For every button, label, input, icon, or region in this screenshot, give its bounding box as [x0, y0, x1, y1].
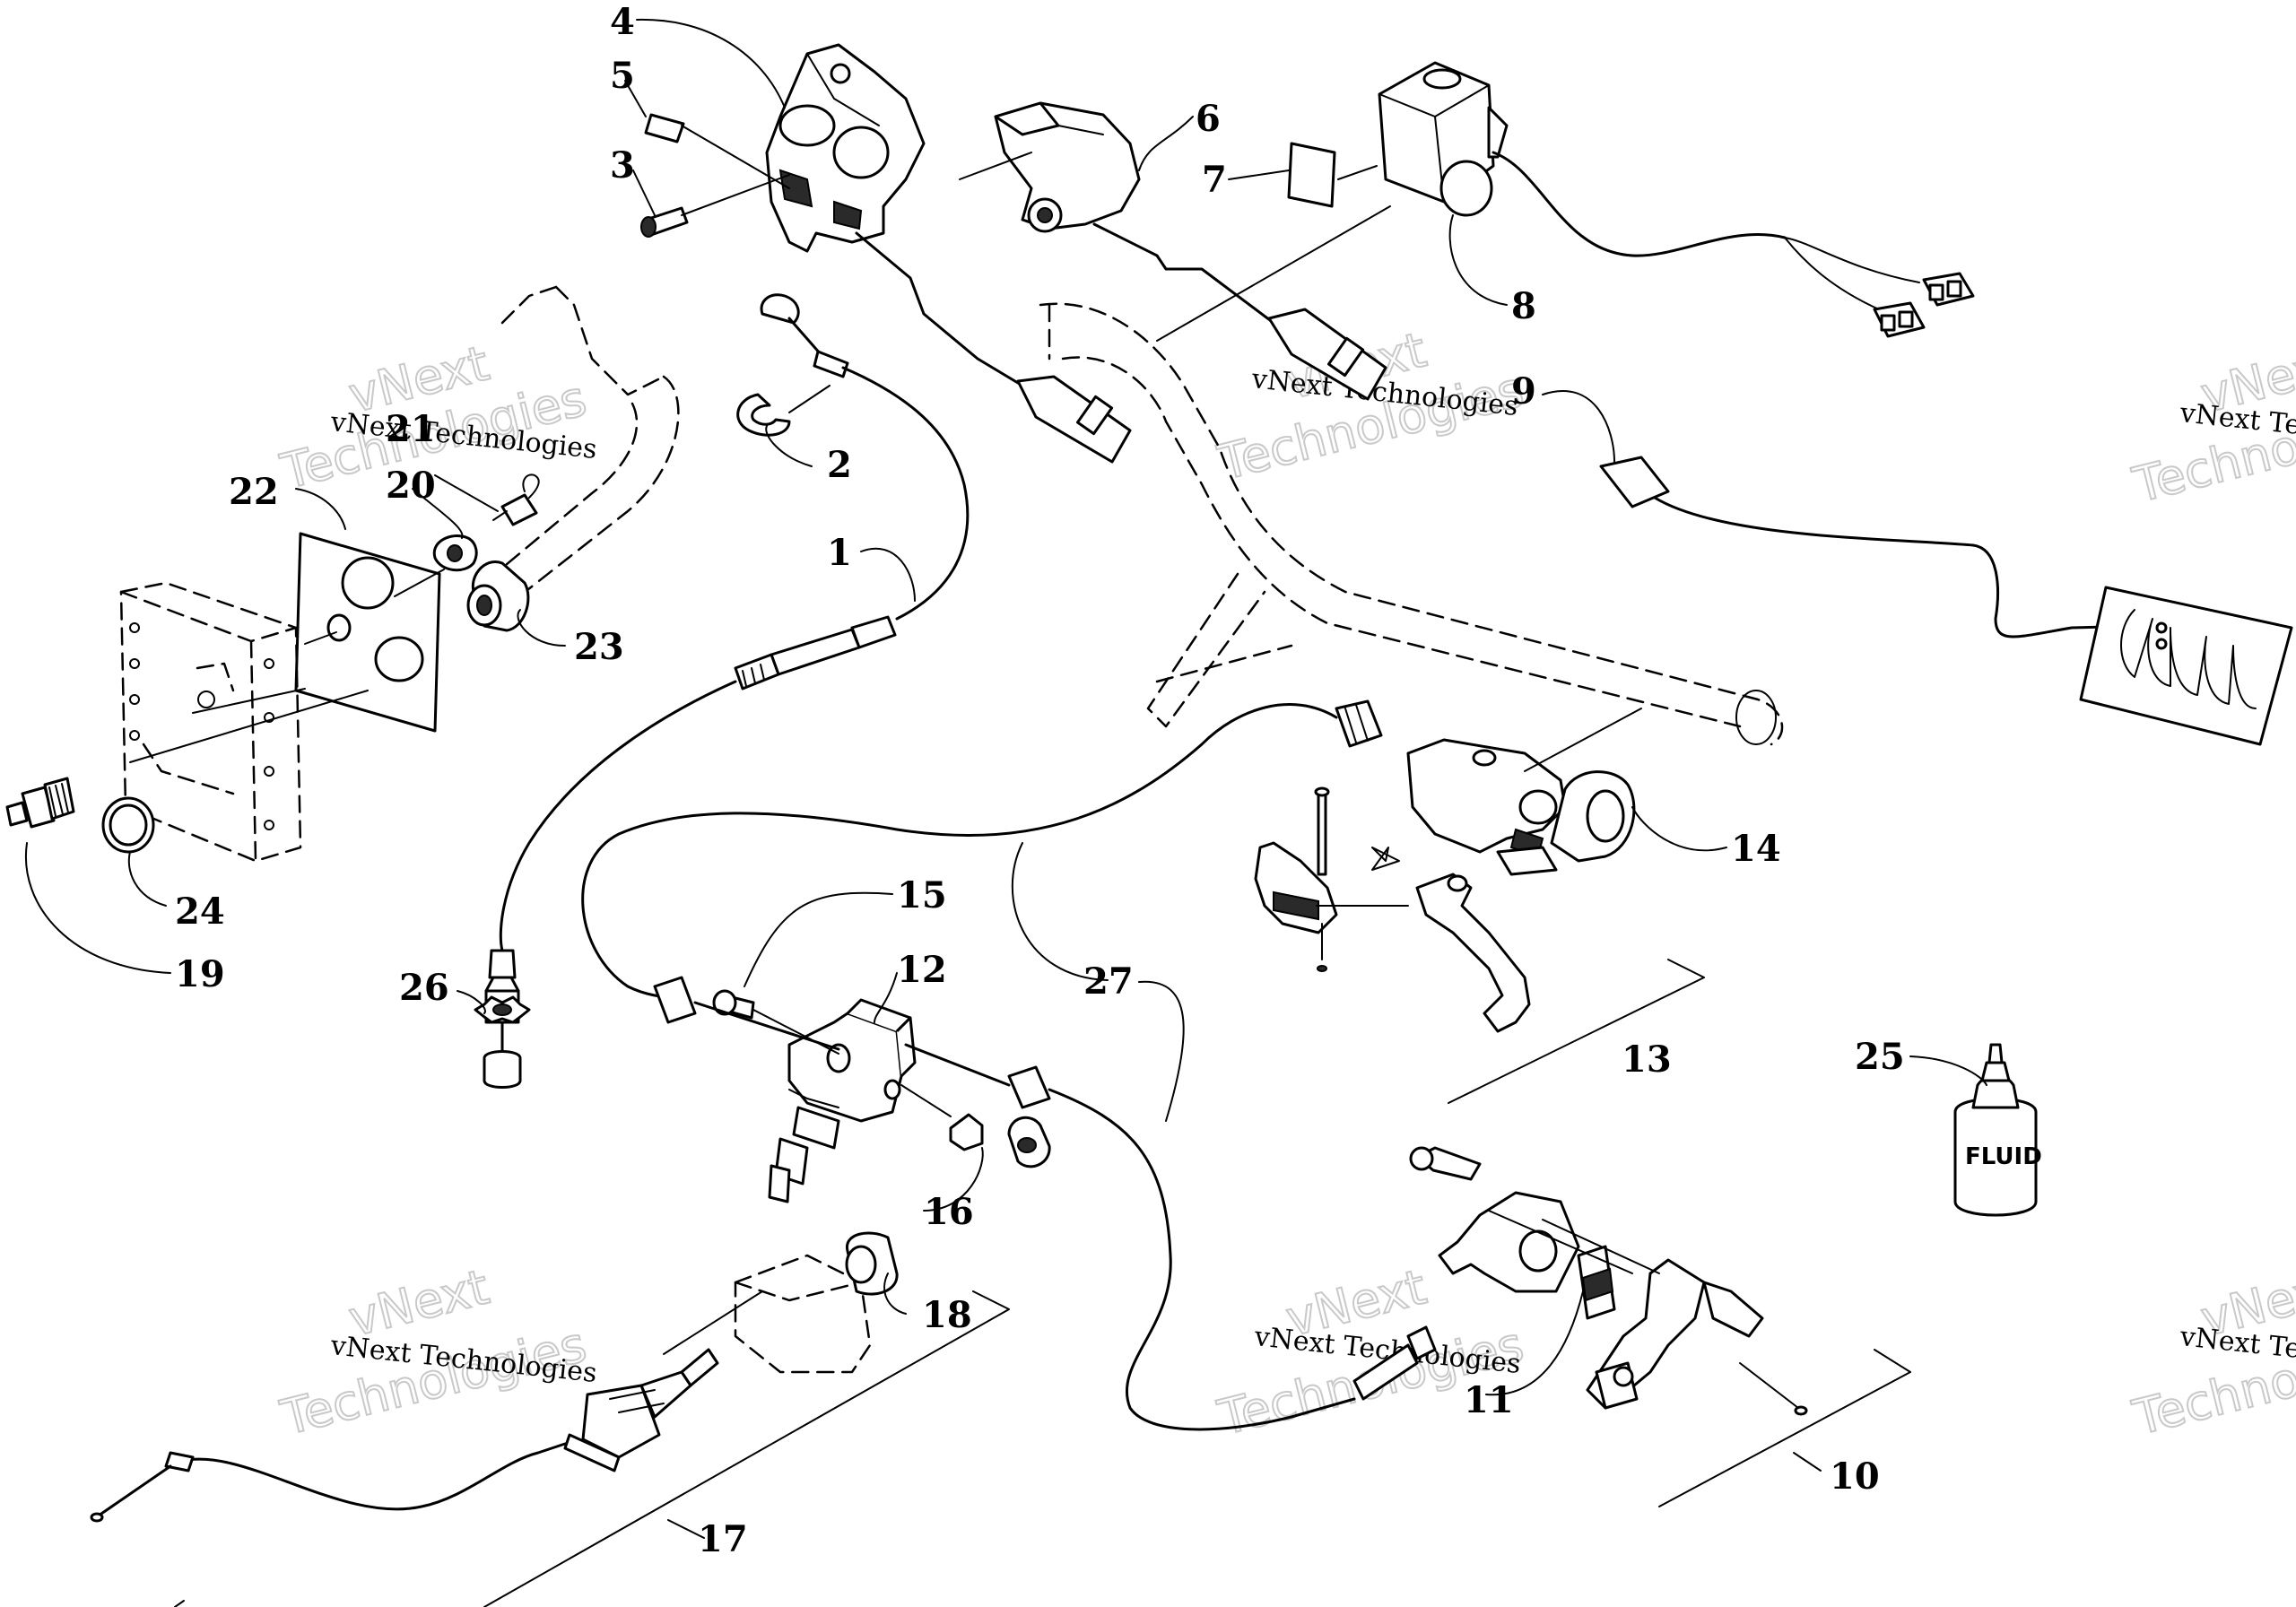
callout-23: 23 — [574, 626, 624, 668]
callout-11: 11 — [1464, 1379, 1514, 1421]
heater-plug-a — [1922, 272, 1975, 307]
callout-26: 26 — [399, 967, 449, 1009]
brake-lever-part13 — [1254, 786, 1531, 1033]
switch-wire — [855, 231, 1024, 387]
callout-14: 14 — [1731, 828, 1781, 870]
snap-ring-part24 — [101, 796, 155, 854]
callout-19: 19 — [175, 953, 225, 995]
master-cylinder-part14 — [1406, 708, 1642, 876]
heater-wire-a — [1784, 237, 1920, 283]
callout-24: 24 — [175, 890, 225, 933]
heater-switch-wire — [1492, 151, 1787, 257]
callout-10: 10 — [1830, 1455, 1880, 1498]
bracket-17 — [483, 1290, 1010, 1607]
throttle-cable-part1 — [483, 293, 970, 1089]
callout-8: 8 — [1511, 285, 1536, 327]
watermark-2: vNext Technologies vNext Technologies — [1212, 320, 1530, 492]
screw-part3 — [640, 174, 790, 238]
switch-connector — [1016, 375, 1132, 464]
watermark-3: vNext Technologies vNext Technologies — [2126, 334, 2296, 515]
callout-27: 27 — [1083, 960, 1134, 1003]
callout-20: 20 — [386, 465, 436, 507]
fluid-label: FLUID — [1965, 1143, 2042, 1170]
handlebar-outline — [1039, 302, 1784, 746]
callout-17: 17 — [698, 1518, 748, 1560]
switch-part17 — [90, 1290, 763, 1523]
star-washer-part26 — [474, 995, 531, 1024]
callout-7: 7 — [1202, 159, 1227, 201]
leader-box-3 — [304, 631, 337, 645]
callout-25: 25 — [1855, 1036, 1905, 1078]
callout-16: 16 — [924, 1191, 974, 1233]
callout-2: 2 — [827, 444, 852, 486]
hand-guard-outline — [465, 285, 680, 621]
callout-21: 21 — [386, 408, 436, 450]
grip-heater-part9 — [1599, 456, 2293, 746]
leader-box-2 — [129, 690, 369, 763]
connector-part21 — [492, 473, 540, 526]
switch-housing-part4 — [765, 43, 926, 253]
nut-part16 — [900, 1084, 1051, 1168]
nut-part20 — [432, 534, 478, 572]
caliper-part10 — [1409, 1146, 1808, 1416]
housing-box — [119, 581, 302, 863]
heater-switch-part8 — [1156, 61, 1509, 342]
brake-hose-part27 — [581, 699, 1437, 1431]
callout-9: 9 — [1511, 370, 1536, 413]
sticker-part5 — [644, 113, 790, 189]
grommet-part23 — [466, 560, 530, 632]
bracket-13 — [1448, 959, 1705, 1104]
callout-leaders — [24, 18, 1987, 1539]
callout-4: 4 — [610, 1, 635, 43]
decal-part7 — [1287, 142, 1336, 208]
bracket-10 — [1658, 1349, 1911, 1507]
callout-15: 15 — [897, 874, 947, 916]
watermark-6: vNext Technologies vNext Technologies — [2126, 1257, 2296, 1447]
mount-plate-part22 — [294, 532, 441, 733]
fitting-part19 — [5, 777, 75, 829]
callout-22: 22 — [229, 471, 279, 513]
clip-part2 — [736, 385, 831, 437]
callout-6: 6 — [1196, 98, 1221, 140]
heater-plug-b — [1873, 301, 1926, 338]
callout-5: 5 — [610, 55, 635, 97]
callout-18: 18 — [922, 1294, 972, 1336]
callout-1: 1 — [827, 532, 852, 574]
screw-part15 — [712, 989, 839, 1055]
callout-3: 3 — [610, 144, 635, 187]
leader-box-4 — [394, 569, 445, 597]
callout-labels: 4 5 3 6 7 8 9 2 1 22 20 21 23 24 19 26 1… — [175, 1, 1905, 1560]
throttle-housing-part6 — [959, 101, 1141, 233]
callout-13: 13 — [1622, 1038, 1672, 1081]
throttle-connector — [1267, 308, 1387, 401]
leader-box-1 — [192, 688, 306, 714]
bracket-17-tail — [174, 1600, 185, 1607]
callout-12: 12 — [897, 949, 947, 991]
heater-wire-b — [1784, 237, 1880, 310]
mount-part18 — [734, 1231, 899, 1374]
throttle-wire — [1092, 222, 1275, 325]
switch-part12 — [768, 998, 917, 1203]
watermark-4: vNext Technologies vNext Technologies — [274, 1257, 598, 1447]
